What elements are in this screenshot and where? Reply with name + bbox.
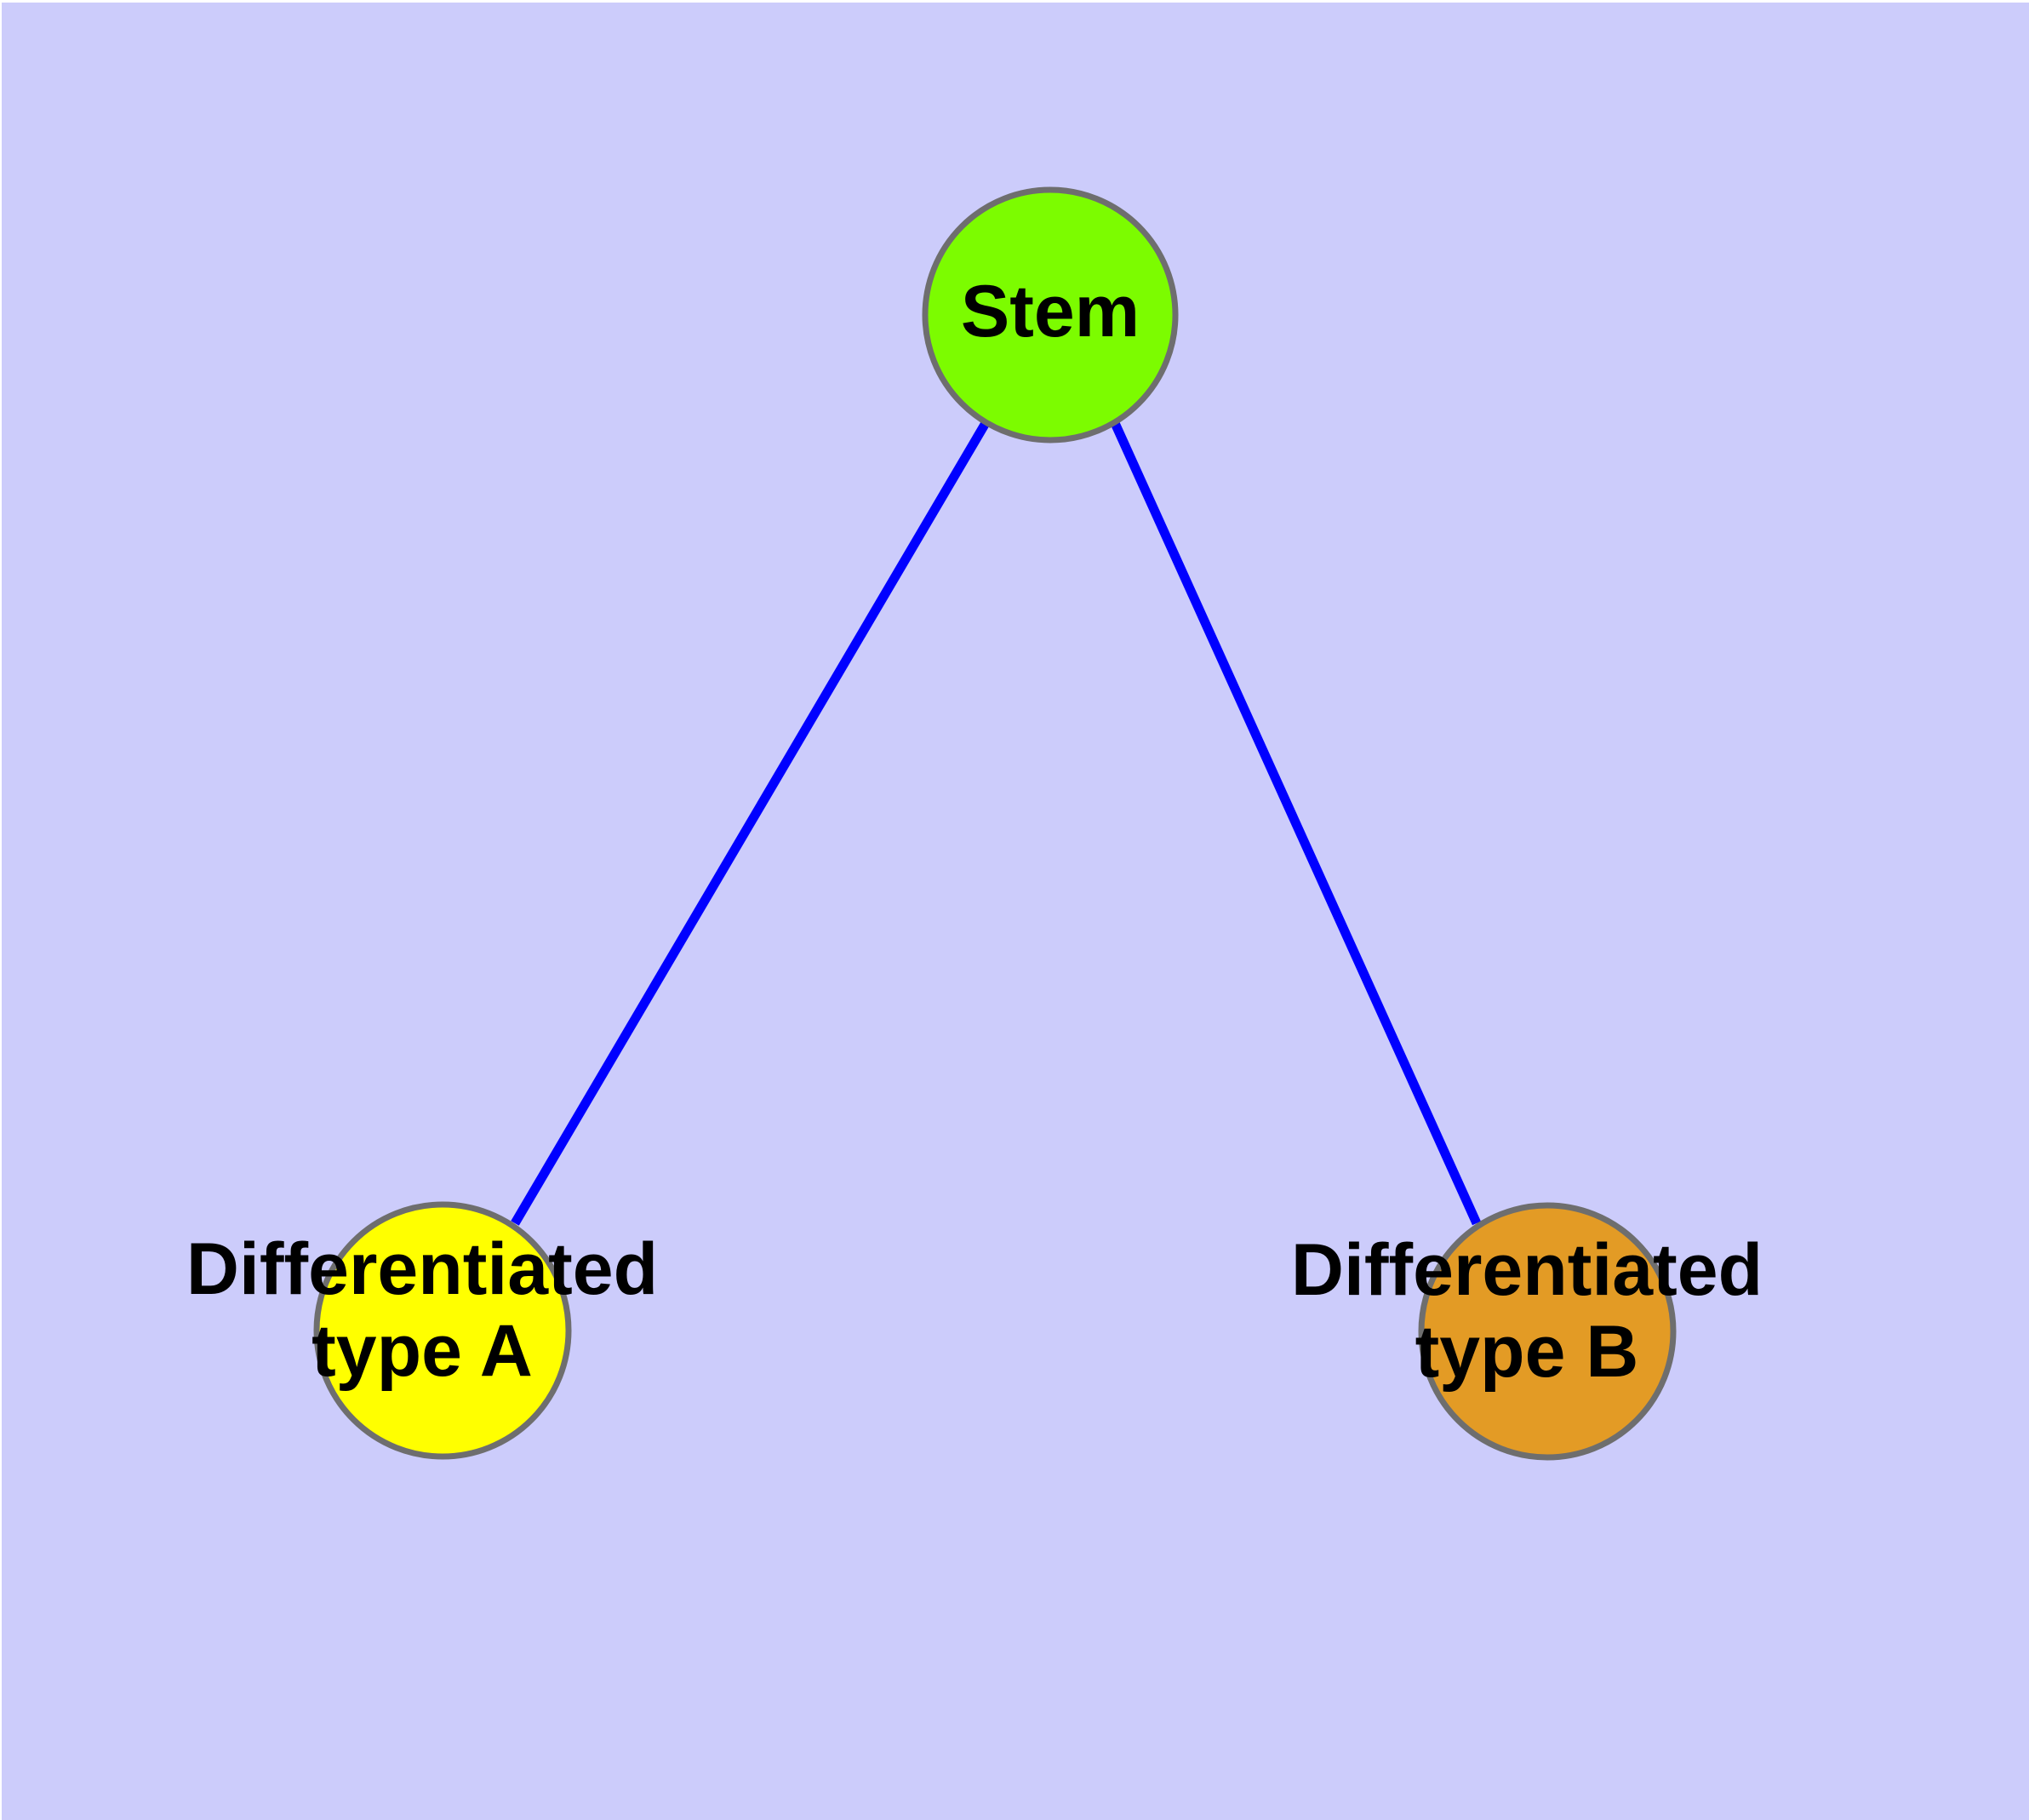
node-label-stem: Stem (961, 271, 1140, 352)
node-label-line: type A (311, 1310, 533, 1392)
node-label-line: Stem (961, 271, 1140, 352)
node-diff_a[interactable] (313, 1201, 572, 1460)
node-label-line: Differentiated (186, 1228, 658, 1310)
node-diff_b[interactable] (1418, 1202, 1677, 1461)
edge-stem-to-diff-a[interactable] (511, 421, 990, 1226)
nodes-group (313, 186, 1677, 1461)
edges-group (511, 421, 1482, 1226)
edge-stem-to-diff-b[interactable] (1110, 421, 1482, 1226)
node-label-line: type B (1415, 1311, 1639, 1393)
node-label-line: Differentiated (1291, 1229, 1763, 1311)
node-stem[interactable] (922, 186, 1179, 444)
